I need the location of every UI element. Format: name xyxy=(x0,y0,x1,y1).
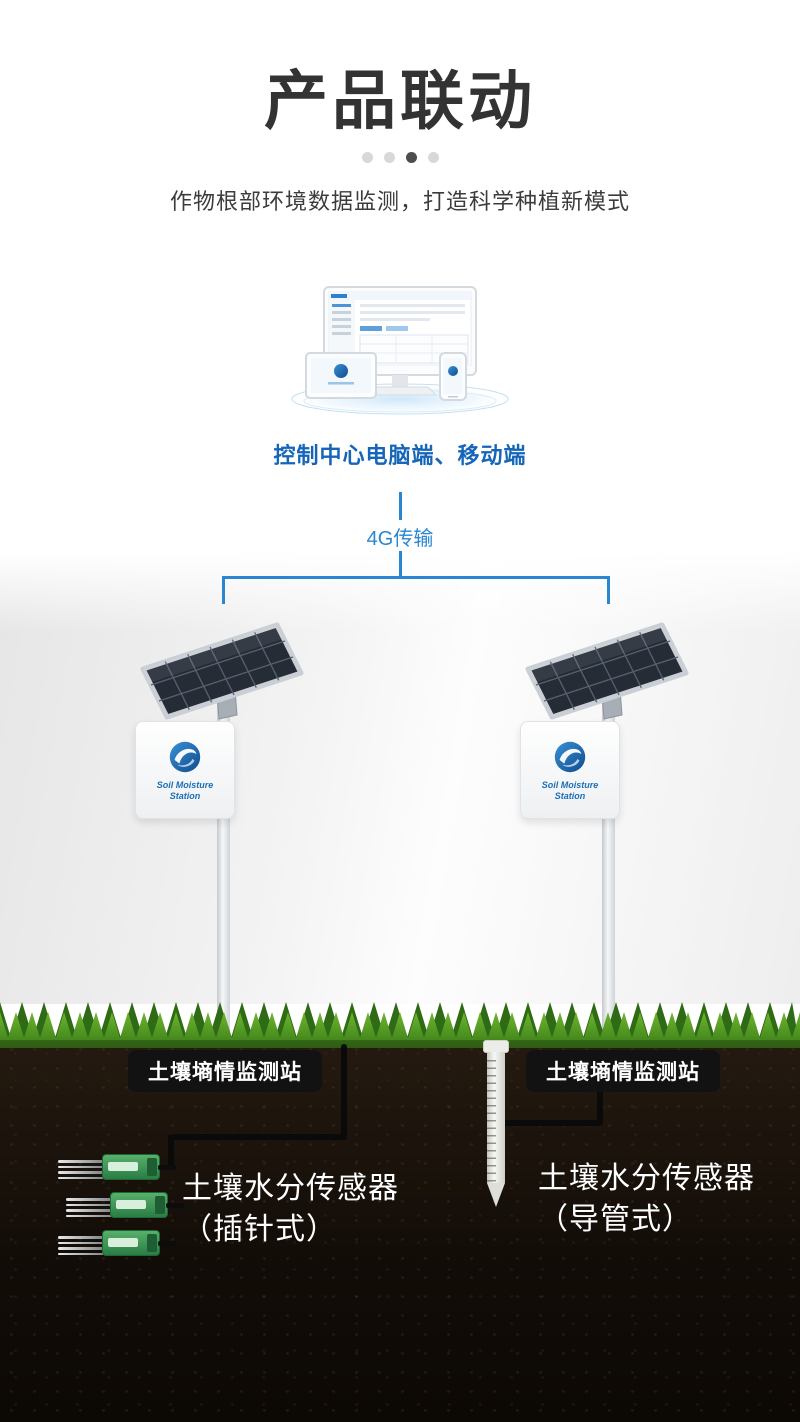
sensor-label-right: 土壤水分传感器 （导管式） xyxy=(538,1158,755,1240)
logo-swirl-icon xyxy=(166,738,204,776)
monitor-station-right: Soil Moisture Station xyxy=(510,615,700,1045)
sensor-cable xyxy=(502,1120,603,1126)
sensor-cable xyxy=(341,1044,347,1140)
station-badge-left: 土壤墒情监测站 xyxy=(128,1050,322,1092)
control-center-caption: 控制中心电脑端、移动端 xyxy=(273,443,527,468)
field-backdrop xyxy=(0,552,800,1004)
carousel-dot-active[interactable] xyxy=(405,152,417,163)
tablet-icon xyxy=(305,352,377,399)
sensor-cable xyxy=(597,1058,603,1126)
logo-swirl-icon xyxy=(551,738,589,776)
pin-sensor xyxy=(58,1154,176,1180)
connector-line xyxy=(399,551,402,576)
sensor-name: 土壤水分传感器 xyxy=(182,1172,399,1205)
grass-strip xyxy=(0,1002,800,1048)
pin-sensor xyxy=(66,1192,184,1218)
carousel-dots xyxy=(0,152,800,163)
station-badge-right: 土壤墒情监测站 xyxy=(526,1050,720,1092)
connector-line xyxy=(399,492,402,520)
station-logo-text: Soil Moisture Station xyxy=(541,780,599,801)
control-devices-illustration xyxy=(291,286,509,415)
pin-sensor xyxy=(58,1230,176,1256)
carousel-dot[interactable] xyxy=(361,152,373,163)
sensor-name: 土壤水分传感器 xyxy=(538,1162,755,1195)
sensor-cable xyxy=(168,1134,174,1168)
page-title: 产品联动 xyxy=(264,65,536,137)
station-logo-text: Soil Moisture Station xyxy=(156,780,214,801)
solar-panel-icon xyxy=(522,615,692,721)
sensor-type: （导管式） xyxy=(538,1203,693,1236)
station-cabinet: Soil Moisture Station xyxy=(135,721,235,819)
tube-sensor xyxy=(480,1040,512,1220)
connector-line xyxy=(222,576,225,604)
sensor-label-left: 土壤水分传感器 （插针式） xyxy=(182,1168,399,1250)
4g-transmission-label: 4G传输 xyxy=(366,528,434,550)
carousel-dot[interactable] xyxy=(427,152,439,163)
monitor-station-left: Soil Moisture Station xyxy=(125,615,315,1045)
station-cabinet: Soil Moisture Station xyxy=(520,721,620,819)
sensor-type: （插针式） xyxy=(182,1213,337,1246)
solar-panel-icon xyxy=(137,615,307,721)
page-subtitle: 作物根部环境数据监测，打造科学种植新模式 xyxy=(169,189,630,214)
sensor-cable xyxy=(168,1134,347,1140)
carousel-dot[interactable] xyxy=(383,152,395,163)
phone-icon xyxy=(439,352,467,401)
connector-line xyxy=(222,576,610,579)
connector-line xyxy=(607,576,610,604)
